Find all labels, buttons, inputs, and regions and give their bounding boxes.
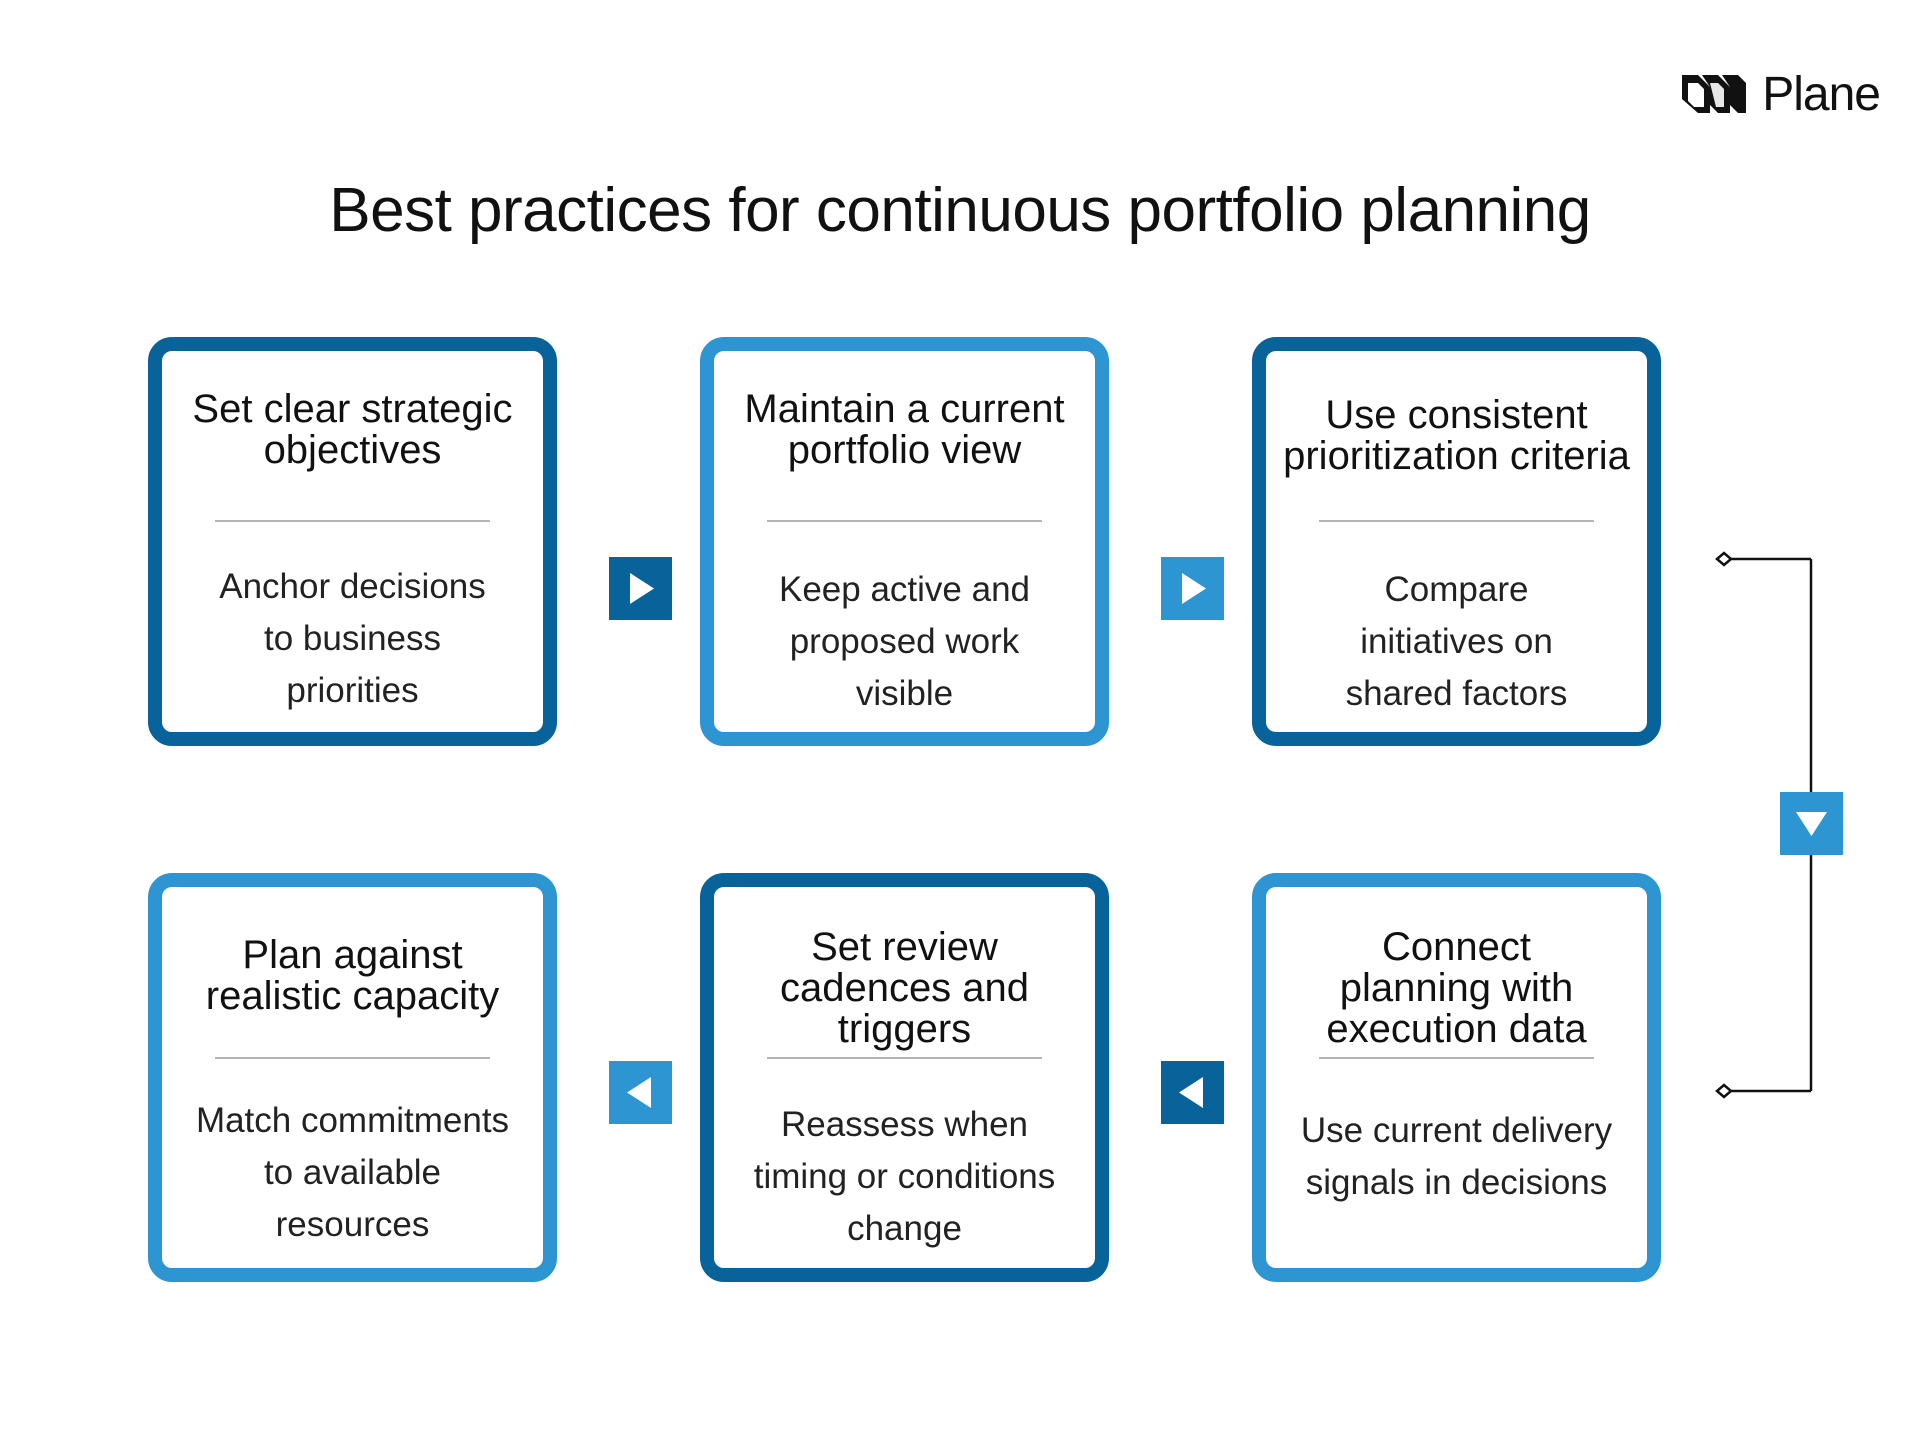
card-divider — [767, 520, 1042, 522]
card-divider — [215, 1057, 490, 1059]
card-title: Set clear strategic objectives — [162, 389, 543, 471]
card-description-line: initiatives on — [1360, 622, 1553, 661]
play-right-icon — [630, 573, 654, 604]
card-description: Anchor decisions to business priorities — [162, 561, 543, 717]
arrow-left-2 — [609, 1061, 672, 1124]
card-title-line: Set review — [811, 925, 998, 969]
card-title-line: Use consistent — [1325, 393, 1588, 437]
card-description: Keep active and proposed work visible — [714, 564, 1095, 720]
card-description-line: signals in decisions — [1305, 1163, 1608, 1202]
card-description: Match commitments to available resources — [162, 1095, 543, 1251]
card-title-line: cadences and — [779, 966, 1030, 1010]
card-title: Connect planning with execution data — [1266, 927, 1647, 1050]
card-description-line: to available — [263, 1153, 442, 1192]
card-title-line: Maintain a current — [744, 387, 1065, 431]
plane-logo: Plane — [1680, 64, 1881, 124]
card-description-line: Anchor decisions — [219, 567, 486, 606]
card-description-line: timing or conditions — [753, 1157, 1056, 1196]
card-title-line: triggers — [837, 1007, 972, 1051]
card-title-line: Plan against — [242, 933, 463, 977]
connector-start-diamond — [1715, 551, 1733, 567]
arrow-left-1 — [1161, 1061, 1224, 1124]
card-description-line: proposed work — [789, 622, 1020, 661]
card-description-line: shared factors — [1345, 674, 1568, 713]
card-description-line: Reassess when — [780, 1105, 1029, 1144]
card-title-line: prioritization criteria — [1283, 434, 1630, 478]
card-plan-against-realistic-capacity: Plan against realistic capacity Match co… — [148, 873, 557, 1282]
play-left-icon — [1179, 1077, 1203, 1108]
card-title: Set review cadences and triggers — [714, 927, 1095, 1050]
card-description-line: priorities — [286, 671, 419, 710]
card-title: Maintain a current portfolio view — [714, 389, 1095, 471]
card-description: Use current delivery signals in decision… — [1266, 1105, 1647, 1209]
play-down-icon — [1796, 812, 1827, 836]
arrow-right-2 — [1161, 557, 1224, 620]
card-divider — [1319, 520, 1594, 522]
card-set-review-cadences-and-triggers: Set review cadences and triggers Reasses… — [700, 873, 1109, 1282]
card-use-consistent-prioritization-criteria: Use consistent prioritization criteria C… — [1252, 337, 1661, 746]
card-description-line: Match commitments — [195, 1101, 510, 1140]
card-connect-planning-with-execution-data: Connect planning with execution data Use… — [1252, 873, 1661, 1282]
card-title-line: objectives — [263, 428, 442, 472]
card-description: Compare initiatives on shared factors — [1266, 564, 1647, 720]
card-title-line: execution data — [1326, 1007, 1587, 1051]
card-set-clear-strategic-objectives: Set clear strategic objectives Anchor de… — [148, 337, 557, 746]
card-description: Reassess when timing or conditions chang… — [714, 1099, 1095, 1255]
card-title-line: portfolio view — [787, 428, 1022, 472]
plane-logo-icon — [1682, 75, 1747, 113]
arrow-right-1 — [609, 557, 672, 620]
card-title-line: Connect — [1382, 925, 1531, 969]
card-description-line: resources — [275, 1205, 430, 1244]
card-description-line: Use current delivery — [1300, 1111, 1613, 1150]
card-description-line: Keep active and — [778, 570, 1030, 609]
play-right-icon — [1182, 573, 1206, 604]
card-description-line: change — [847, 1209, 962, 1248]
logo-text: Plane — [1762, 67, 1881, 121]
card-title-line: planning with — [1339, 966, 1574, 1010]
connector-end-diamond — [1715, 1083, 1733, 1099]
play-left-icon — [627, 1077, 651, 1108]
page-title: Best practices for continuous portfolio … — [329, 176, 1591, 245]
card-description-line: to business — [263, 619, 442, 658]
card-divider — [215, 520, 490, 522]
card-title: Use consistent prioritization criteria — [1266, 395, 1647, 477]
card-divider — [767, 1057, 1042, 1059]
card-title: Plan against realistic capacity — [162, 935, 543, 1017]
card-title-line: realistic capacity — [205, 974, 500, 1018]
card-divider — [1319, 1057, 1594, 1059]
arrow-down — [1780, 792, 1843, 855]
card-title-line: Set clear strategic — [192, 387, 513, 431]
card-description-line: visible — [855, 674, 954, 713]
card-maintain-a-current-portfolio-view: Maintain a current portfolio view Keep a… — [700, 337, 1109, 746]
card-description-line: Compare — [1384, 570, 1529, 609]
